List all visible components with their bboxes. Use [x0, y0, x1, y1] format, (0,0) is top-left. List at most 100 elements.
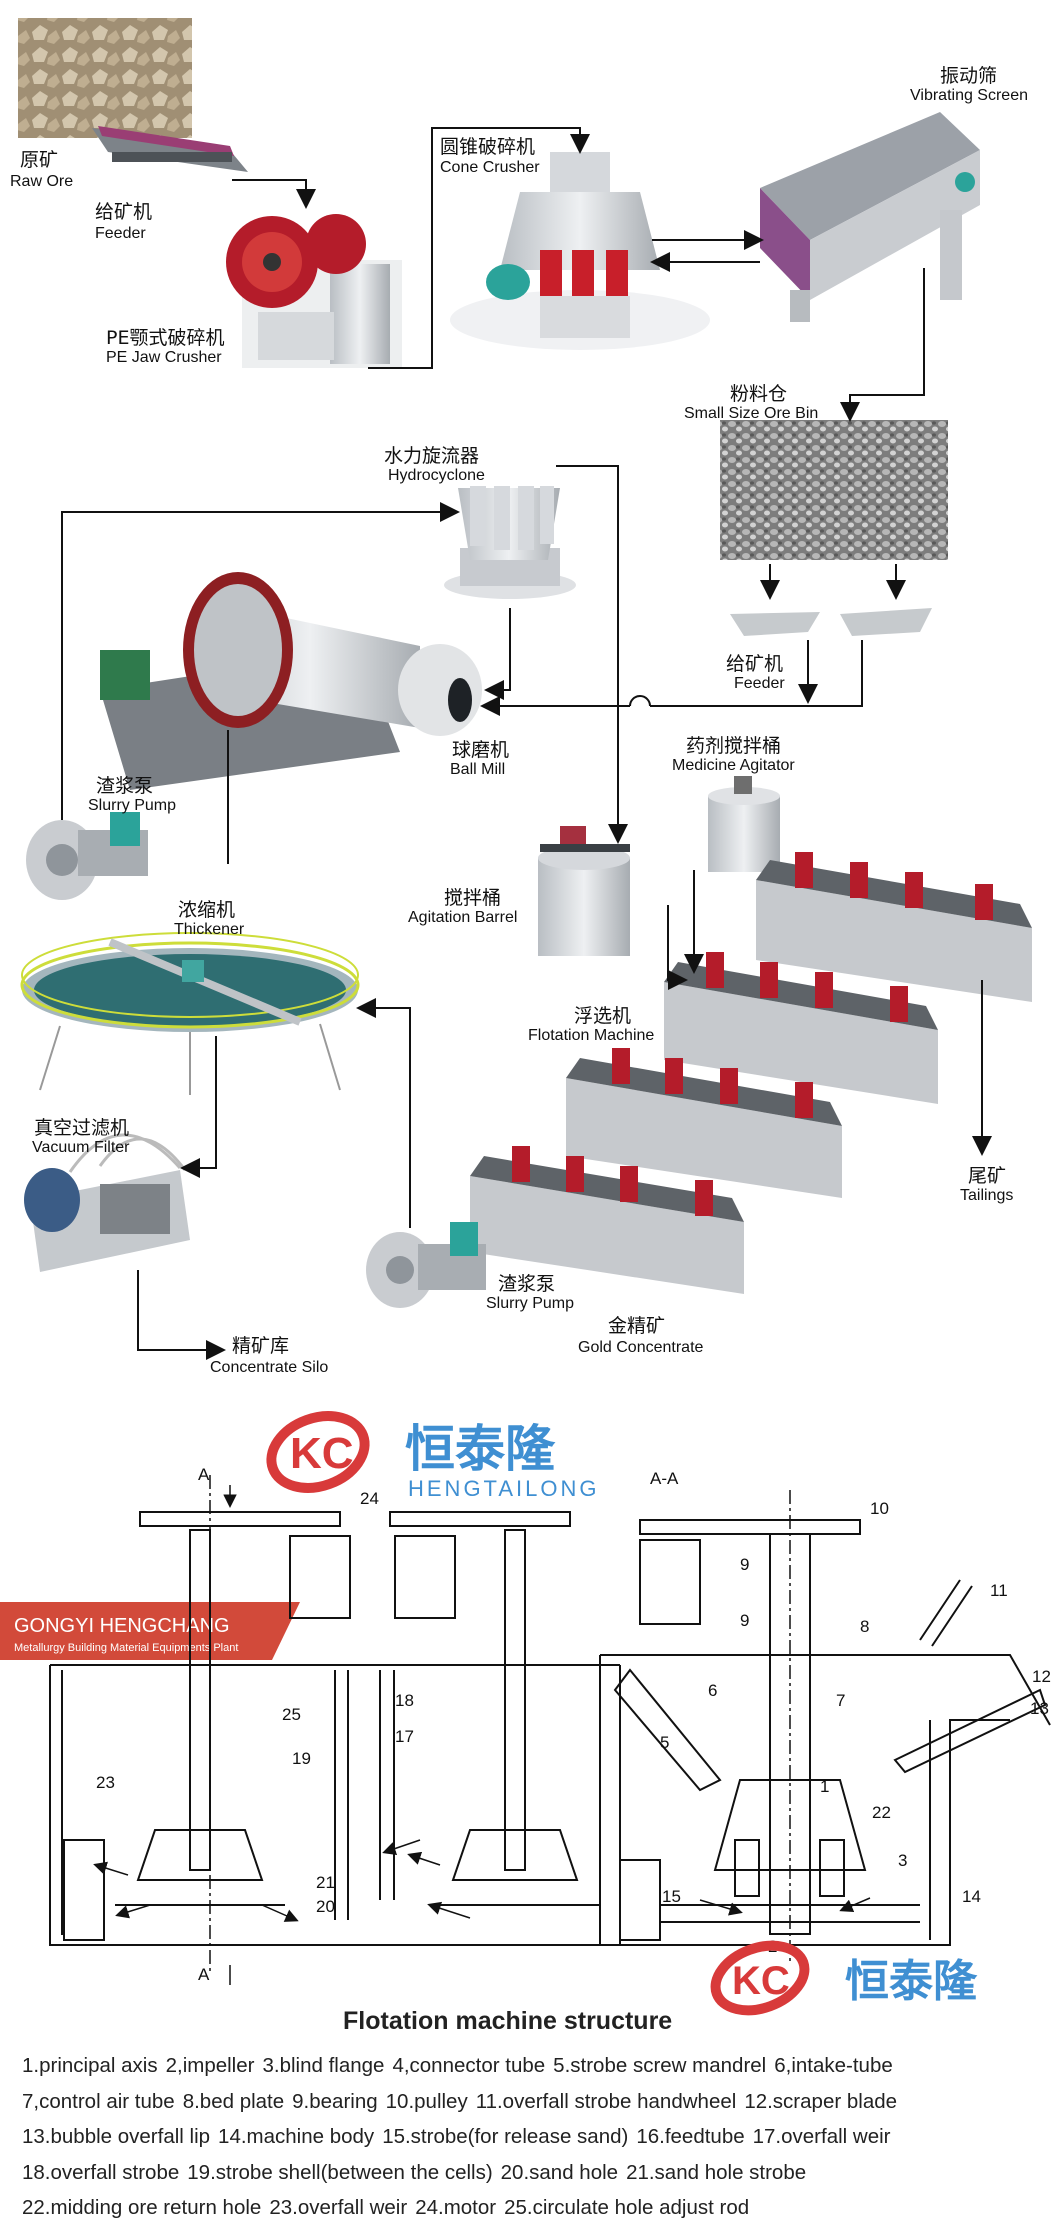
right-label-5: 12	[1032, 1667, 1051, 1686]
right-label-10: 1	[820, 1777, 829, 1796]
right-drawing-labels: A-A 10 9 9 8 11 12 13 6 7 5 1 22 3 14 15…	[650, 1469, 1051, 1956]
raw-ore-label-zh: 原矿	[20, 149, 58, 171]
thickener-machine	[20, 932, 360, 1095]
thickener-label-zh: 浓缩机	[178, 899, 235, 921]
flotation-bank-3	[566, 1048, 842, 1198]
left-label-3: 18	[395, 1691, 414, 1710]
hydrocyclone-machine	[444, 486, 576, 599]
legend-item: 8.bed plate	[182, 2089, 285, 2113]
ball-mill-label-en: Ball Mill	[450, 761, 505, 778]
feeder-top-label-zh: 给矿机	[95, 201, 152, 223]
left-label-7: 20	[316, 1897, 335, 1916]
left-label-1: 25	[282, 1705, 301, 1724]
raw-ore-image	[18, 18, 192, 138]
right-label-6: 13	[1030, 1699, 1049, 1718]
tailings-label-zh: 尾矿	[968, 1165, 1006, 1187]
cone-crusher-label-zh: 圆锥破碎机	[440, 136, 535, 158]
medicine-agitator-machine	[708, 776, 780, 872]
right-label-12: 3	[898, 1851, 907, 1870]
jaw-crusher-label-zh: PE颚式破碎机	[106, 327, 224, 349]
legend-item: 12.scraper blade	[744, 2089, 898, 2113]
feeder-mid-machines	[730, 608, 932, 636]
agitation-barrel-machine	[538, 826, 630, 956]
slurry-pump-1-machine	[26, 812, 148, 900]
legend-item: 19.strobe shell(between the cells)	[187, 2160, 493, 2184]
legend-item: 9.bearing	[292, 2089, 378, 2113]
ore-bin-label-en: Small Size Ore Bin	[684, 405, 818, 422]
gold-concentrate-label-zh: 金精矿	[608, 1315, 665, 1337]
legend-item: 21.sand hole strobe	[626, 2160, 807, 2184]
legend-item: 25.circulate hole adjust rod	[504, 2196, 750, 2219]
cone-crusher-label-en: Cone Crusher	[440, 159, 540, 176]
legend-item: 22.midding ore return hole	[22, 2196, 262, 2219]
process-flow-diagram: 原矿 Raw Ore 给矿机 Feeder PE颚式破碎机 PE Jaw Cru…	[10, 18, 1032, 1376]
slurry-pump-2-machine	[366, 1222, 486, 1308]
ore-bin-label-zh: 粉料仓	[730, 383, 787, 405]
left-label-5: 19	[292, 1749, 311, 1768]
slurry-pump-1-label-zh: 渣浆泵	[96, 775, 153, 797]
slurry-pump-2-label-zh: 渣浆泵	[498, 1273, 555, 1295]
right-label-2: 9	[740, 1611, 749, 1630]
right-label-14: 15	[662, 1887, 681, 1906]
left-drawing-labels: A A 24 25 23 18 17 19 21 20	[96, 1465, 414, 1984]
legend-item: 13.bubble overfall lip	[22, 2125, 211, 2148]
ore-bin-image	[720, 420, 948, 560]
legend-item: 6,intake-tube	[774, 2054, 893, 2077]
legend-item: 11.overfall strobe handwheel	[475, 2089, 737, 2113]
feeder-top-machine	[92, 126, 248, 172]
right-label-4: 11	[990, 1581, 1008, 1600]
flotation-bank-1	[756, 852, 1032, 1002]
structure-drawing: KC 恒泰隆 HENGTAILONG GONGYI HENGCHANG Meta…	[0, 1411, 1051, 2016]
legend-item: 3.blind flange	[262, 2054, 385, 2077]
left-label-0: 24	[360, 1489, 379, 1508]
brand-en-top: HENGTAILONG	[408, 1476, 600, 1501]
flotation-machine-label-zh: 浮选机	[574, 1005, 631, 1027]
right-label-13: 14	[962, 1887, 981, 1906]
brand-logo-bottom: KC 恒泰隆	[710, 1940, 978, 2016]
company-subtitle: Metallurgy Building Material Equipments …	[14, 1642, 238, 1654]
agitation-barrel-label-zh: 搅拌桶	[444, 887, 501, 909]
feeder-top-label-en: Feeder	[95, 225, 146, 242]
ball-mill-label-zh: 球磨机	[452, 739, 509, 761]
medicine-agitator-label-zh: 药剂搅拌桶	[686, 735, 781, 757]
legend-item: 17.overfall weir	[752, 2125, 891, 2148]
ball-mill-machine	[100, 572, 482, 790]
company-banner: GONGYI HENGCHANG Metallurgy Building Mat…	[0, 1602, 300, 1660]
brand-zh-bottom: 恒泰隆	[845, 1956, 978, 2007]
jaw-crusher-label-en: PE Jaw Crusher	[106, 349, 222, 366]
feeder-mid-label-zh: 给矿机	[726, 653, 783, 675]
concentrate-silo-label-zh: 精矿库	[232, 1335, 289, 1357]
jaw-crusher-machine	[226, 214, 402, 368]
flotation-bank-2	[664, 952, 938, 1104]
legend-item: 16.feedtube	[636, 2125, 745, 2148]
legend-item: 4,connector tube	[392, 2054, 546, 2077]
flotation-bank-4	[470, 1146, 744, 1294]
flow-arrows	[61, 127, 992, 1360]
feeder-mid-label-en: Feeder	[734, 675, 785, 692]
flotation-banks	[470, 852, 1032, 1294]
structure-title: Flotation machine structure	[343, 2007, 673, 2035]
marker-a-bottom: A	[198, 1965, 210, 1984]
legend-item: 24.motor	[415, 2196, 497, 2219]
concentrate-silo-label-en: Concentrate Silo	[210, 1359, 328, 1376]
legend-row: 18.overfall strobe 19.strobe shell(betwee…	[22, 2155, 1042, 2191]
right-label-7: 6	[708, 1681, 717, 1700]
gold-concentrate-label-en: Gold Concentrate	[578, 1339, 704, 1356]
legend-item: 5.strobe screw mandrel	[553, 2054, 767, 2077]
agitation-barrel-label-en: Agitation Barrel	[408, 909, 517, 926]
right-label-0: 10	[870, 1499, 889, 1518]
cone-crusher-machine	[450, 152, 710, 350]
legend-item: 18.overfall strobe	[22, 2160, 180, 2184]
vacuum-filter-machine	[24, 1133, 190, 1272]
left-section-drawing	[49, 1475, 621, 1985]
left-label-2: 23	[96, 1773, 115, 1792]
vibrating-screen-label-zh: 振动筛	[940, 65, 997, 87]
right-label-9: 5	[660, 1733, 669, 1752]
right-label-11: 22	[872, 1803, 891, 1822]
brand-logo-mark-bottom: KC	[732, 1959, 790, 2003]
raw-ore-label-en: Raw Ore	[10, 173, 73, 190]
